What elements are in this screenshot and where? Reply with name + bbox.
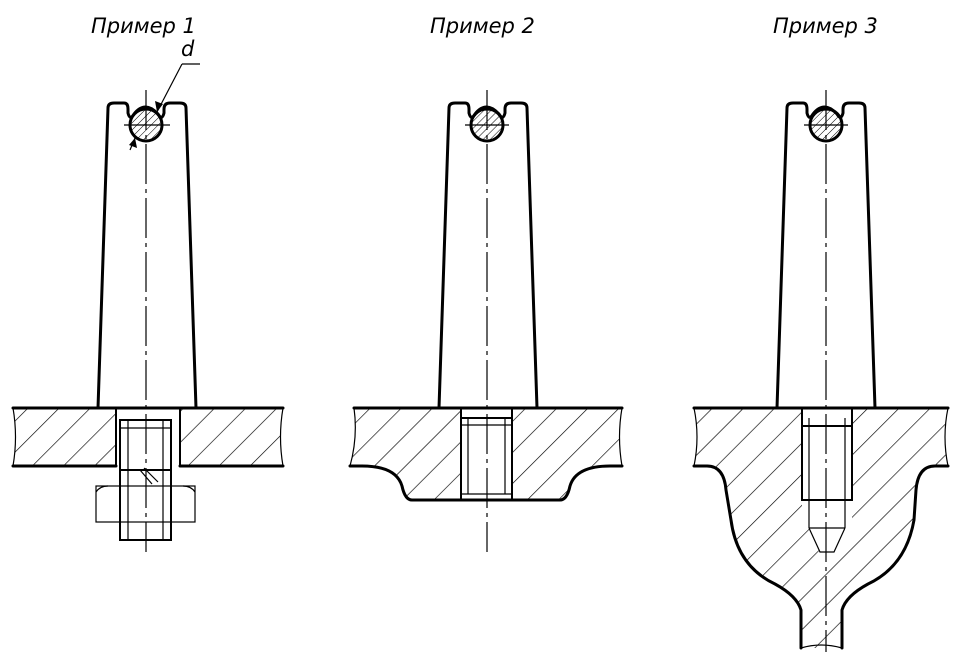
- example-2-title: Пример 2: [430, 14, 535, 38]
- example-3: Пример 3: [692, 14, 950, 652]
- dimension-d-label: d: [181, 37, 195, 61]
- example-1-plate: [11, 406, 285, 468]
- example-1-title: Пример 1: [91, 14, 196, 38]
- example-1-dimension-d: d: [129, 37, 200, 151]
- example-2-plate: [348, 406, 624, 502]
- example-1-post: [96, 101, 198, 410]
- example-3-title: Пример 3: [773, 14, 878, 38]
- example-2: Пример 2: [348, 14, 624, 552]
- example-3-stud: [801, 408, 853, 553]
- example-2-post: [437, 101, 539, 410]
- example-1: Пример 1 d: [11, 14, 285, 552]
